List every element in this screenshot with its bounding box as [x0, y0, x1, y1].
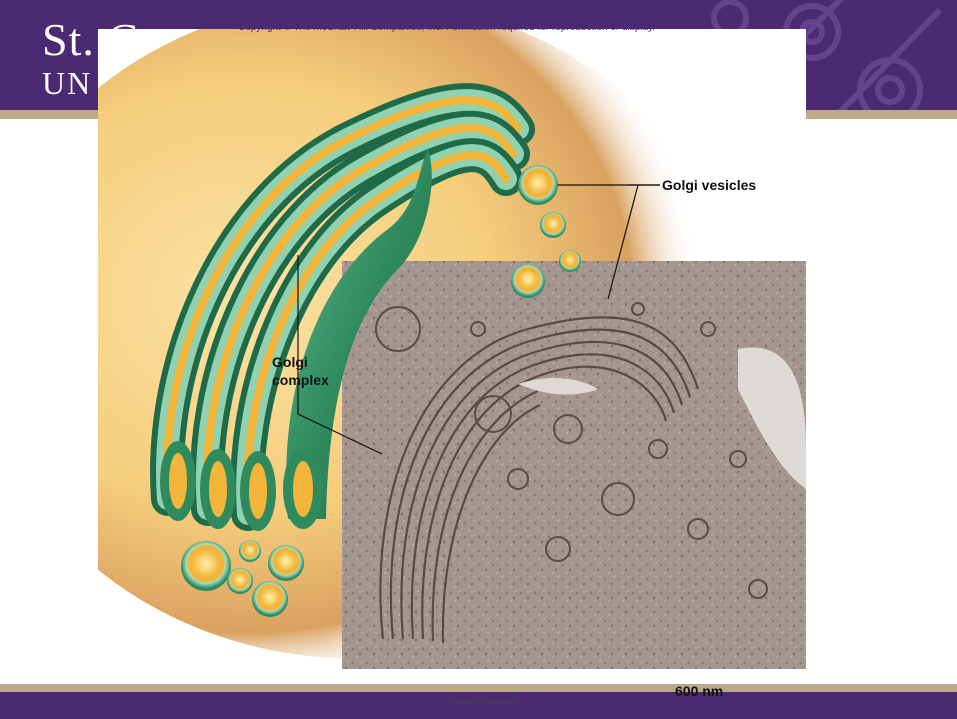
- golgi-complex-label-line1: Golgi: [272, 354, 308, 371]
- electron-micrograph: [342, 261, 806, 669]
- golgi-figure: Golgi vesicles Golgi complex: [98, 29, 806, 669]
- bottom-rule: [0, 684, 957, 692]
- golgi-vesicles-label: Golgi vesicles: [662, 177, 756, 194]
- golgi-illustration: [98, 29, 806, 669]
- photo-credit: Visuals Unlimited: [450, 696, 519, 706]
- scale-bar-label: 600 nm: [675, 683, 723, 699]
- golgi-complex-label-line2: complex: [272, 372, 329, 389]
- logo-text-line2: UN: [42, 66, 92, 100]
- copyright-notice: Copyright © The McGraw-Hill Companies, I…: [238, 22, 738, 34]
